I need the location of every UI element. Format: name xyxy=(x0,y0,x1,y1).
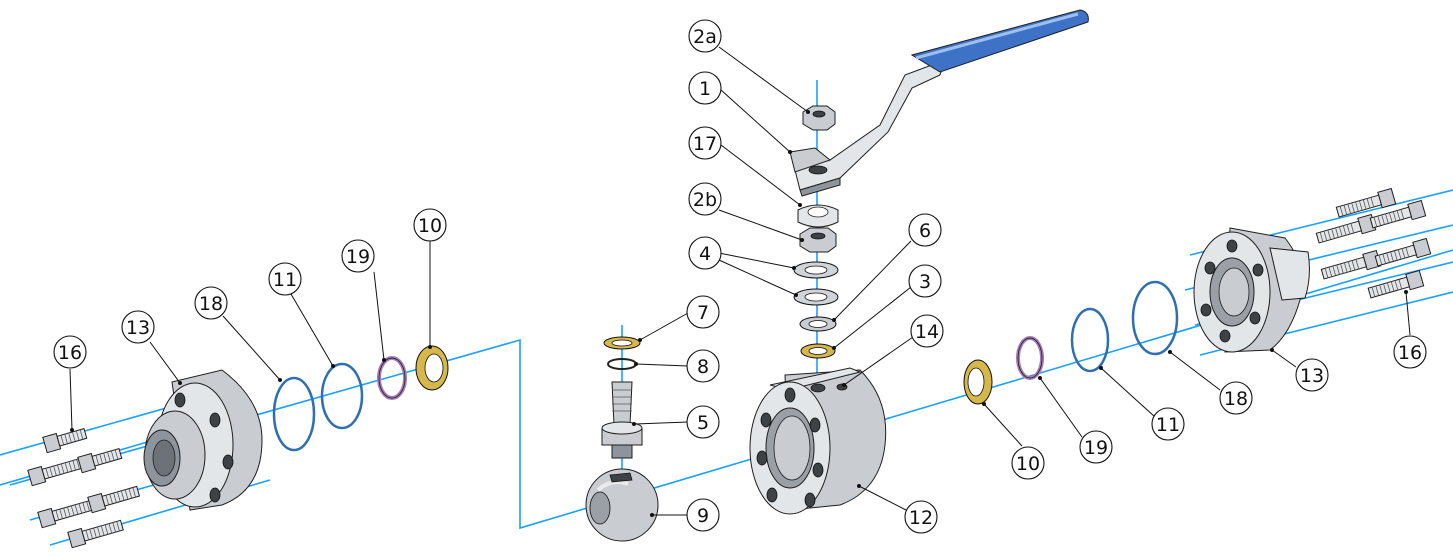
left-body-seal-11 xyxy=(320,362,364,430)
callout-18-right-label: 18 xyxy=(1224,388,1248,410)
callout-5-label: 5 xyxy=(697,412,709,434)
callout-8-label: 8 xyxy=(697,356,709,378)
right-seal-ring-19 xyxy=(1016,336,1044,380)
thrust-washer-7 xyxy=(603,336,641,350)
callout-12: 12 xyxy=(904,500,938,534)
callout-4: 4 xyxy=(688,236,722,270)
callout-2b-label: 2b xyxy=(693,189,717,211)
callout-12-label: 12 xyxy=(909,507,933,529)
left-seat-10 xyxy=(415,345,449,391)
callout-2a: 2a xyxy=(688,19,722,53)
leader-lines xyxy=(69,46,1411,516)
left-end-cap-13 xyxy=(143,369,263,511)
right-gasket-18 xyxy=(1131,280,1179,356)
handle-grip xyxy=(910,9,1089,73)
belleville-washers-4 xyxy=(793,261,839,306)
callout-13-right-label: 13 xyxy=(1300,365,1324,387)
left-gasket-18 xyxy=(272,376,316,452)
callout-10-right-label: 10 xyxy=(1016,453,1040,475)
handle-lever xyxy=(789,9,1089,197)
callout-10-left: 10 xyxy=(413,208,447,242)
callout-3-label: 3 xyxy=(919,271,931,293)
callout-19-right-label: 19 xyxy=(1084,437,1108,459)
callout-3: 3 xyxy=(908,264,942,298)
callout-19-left: 19 xyxy=(341,239,375,273)
callout-8: 8 xyxy=(686,349,720,383)
callout-16-right-label: 16 xyxy=(1398,342,1422,364)
callout-9-label: 9 xyxy=(697,505,709,527)
ball-9 xyxy=(585,468,659,542)
callout-17-label: 17 xyxy=(693,133,717,155)
stem-packing-3 xyxy=(800,343,836,359)
callout-19-right: 19 xyxy=(1079,430,1113,464)
callout-11-left-label: 11 xyxy=(273,269,297,291)
callout-7-label: 7 xyxy=(697,302,709,324)
callout-18-left: 18 xyxy=(194,286,228,320)
callout-6-label: 6 xyxy=(919,220,931,242)
callout-11-left: 11 xyxy=(268,262,302,296)
callout-13-left: 13 xyxy=(121,310,155,344)
callout-13-right: 13 xyxy=(1295,358,1329,392)
callout-16-left-label: 16 xyxy=(58,342,82,364)
callout-10-left-label: 10 xyxy=(418,215,442,237)
right-bolts-16 xyxy=(1315,187,1432,299)
left-bolts-16 xyxy=(27,427,141,549)
callout-5: 5 xyxy=(686,405,720,439)
callout-10-right: 10 xyxy=(1011,446,1045,480)
callout-16-left: 16 xyxy=(53,335,87,369)
right-body-seal-11 xyxy=(1070,307,1110,373)
gland-washer-6 xyxy=(799,316,837,332)
callout-9: 9 xyxy=(686,498,720,532)
callout-18-left-label: 18 xyxy=(199,293,223,315)
callout-14: 14 xyxy=(910,314,944,348)
stem-nut-2b xyxy=(799,227,837,253)
callout-4-label: 4 xyxy=(699,243,711,265)
callout-18-right: 18 xyxy=(1219,381,1253,415)
callout-1: 1 xyxy=(688,71,722,105)
callout-11-right-label: 11 xyxy=(1156,414,1180,436)
callout-2a-label: 2a xyxy=(693,26,717,48)
left-seal-ring-19 xyxy=(377,356,407,400)
callout-11-right: 11 xyxy=(1151,407,1185,441)
callout-2b: 2b xyxy=(688,182,722,216)
right-seat-10 xyxy=(963,359,993,405)
callout-7: 7 xyxy=(686,295,720,329)
callout-6: 6 xyxy=(908,213,942,247)
callout-13-left-label: 13 xyxy=(126,317,150,339)
callout-1-label: 1 xyxy=(699,78,711,100)
stem-nut-2a xyxy=(802,105,836,131)
callout-14-label: 14 xyxy=(915,321,939,343)
valve-body xyxy=(749,367,887,515)
callout-17: 17 xyxy=(688,126,722,160)
leader-dots xyxy=(70,110,1408,517)
valve-stem-5 xyxy=(601,381,643,459)
lock-tab-washer-17 xyxy=(797,204,839,228)
right-end-cap-13 xyxy=(1193,227,1310,353)
callout-19-left-label: 19 xyxy=(346,246,370,268)
callout-16-right: 16 xyxy=(1393,335,1427,369)
